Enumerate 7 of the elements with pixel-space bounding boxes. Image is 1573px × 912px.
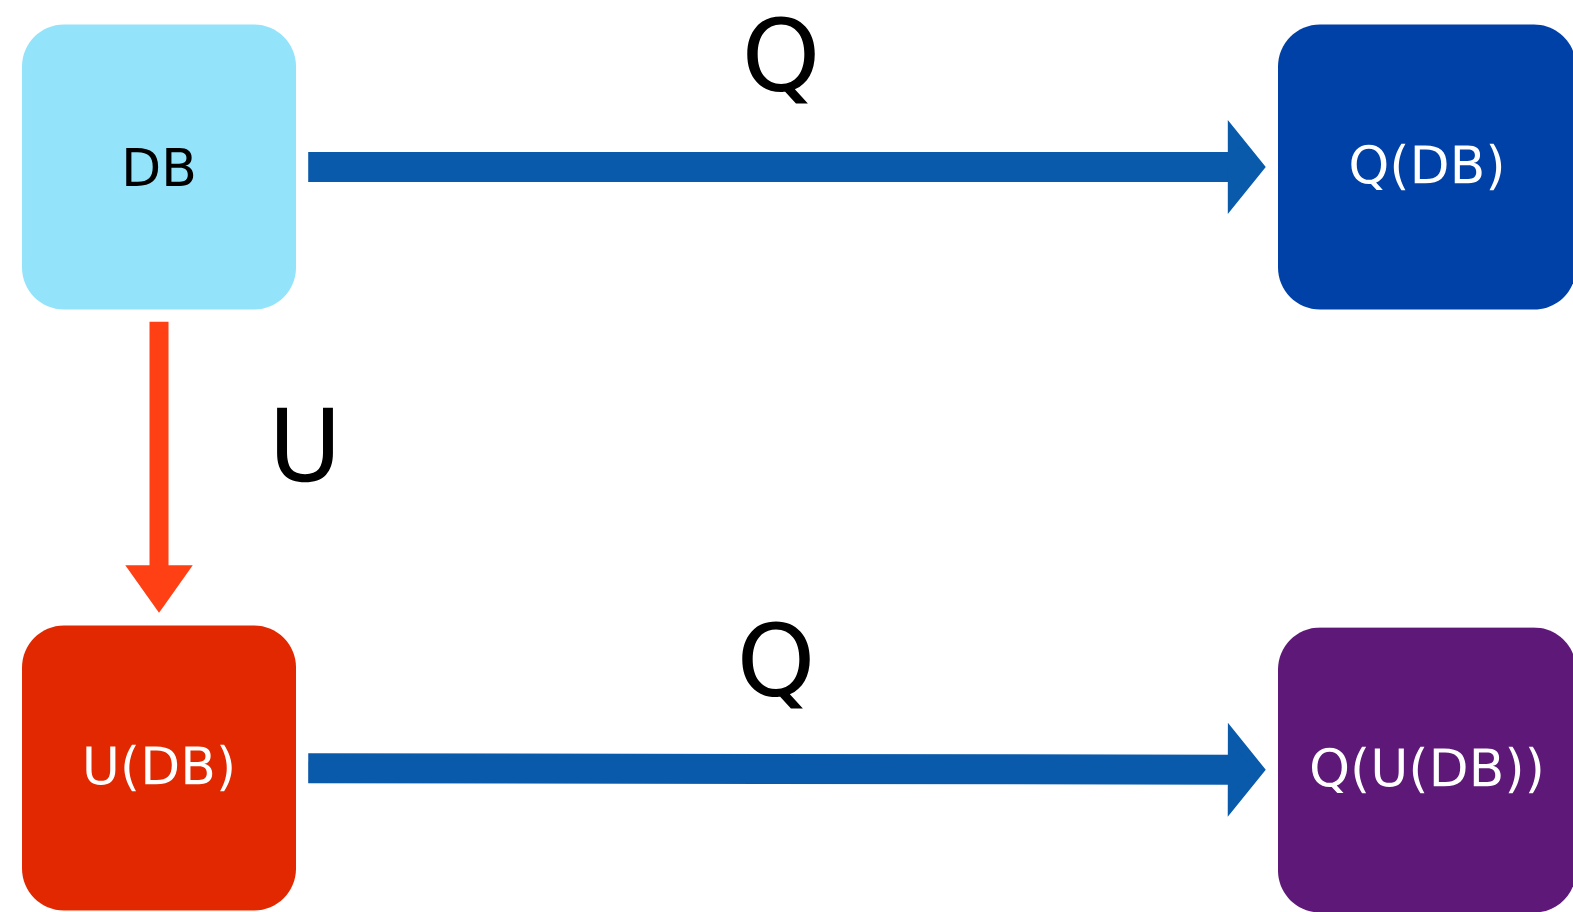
rounded-box: DB (22, 24, 296, 310)
rounded-box: U(DB) (22, 625, 296, 911)
edge-label: Q (742, 621, 810, 709)
rounded-box: Q(U(DB)) (1278, 627, 1573, 912)
edge-label: Q (747, 16, 815, 104)
rounded-box: Q(DB) (1278, 24, 1573, 310)
edge-label: U (277, 407, 333, 483)
